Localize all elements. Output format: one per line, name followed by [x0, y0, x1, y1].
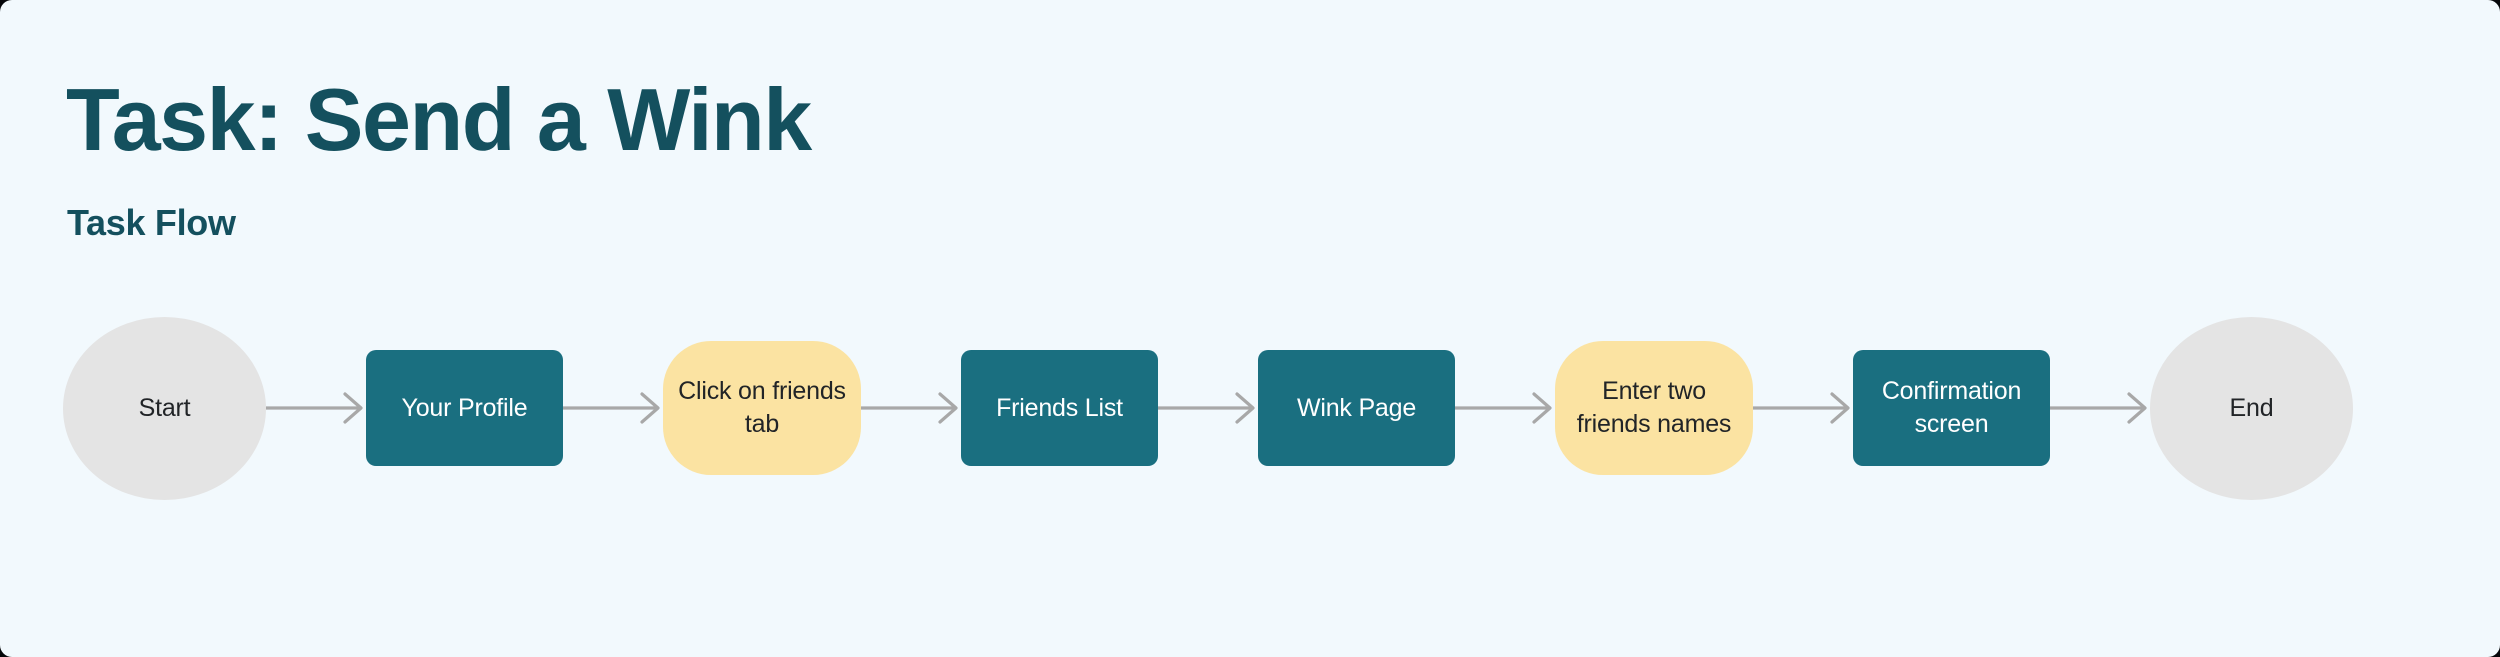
flow-arrow-icon	[1455, 392, 1552, 425]
flow-arrow-icon	[1158, 392, 1255, 425]
flow-node-label: End	[2229, 393, 2274, 422]
page-title: Task: Send a Wink	[66, 70, 812, 169]
flow-node-enter-two-friends-names: Enter two friends names	[1555, 341, 1753, 476]
section-title: Task Flow	[67, 201, 236, 243]
task-flow-diagram: Start Your Profile Click on friends tab …	[63, 316, 2500, 500]
flow-arrow-icon	[266, 392, 363, 425]
flow-node-friends-list: Friends List	[961, 350, 1158, 467]
flow-arrow-icon	[1753, 392, 1850, 425]
flow-node-your-profile: Your Profile	[366, 350, 563, 467]
flow-node-label: Enter two friends names	[1576, 376, 1732, 439]
flow-node-label: Your Profile	[401, 393, 528, 422]
flow-node-confirmation-screen: Confirmation screen	[1853, 350, 2050, 467]
flow-node-label: Friends List	[996, 393, 1123, 422]
flow-node-label: Start	[138, 393, 191, 422]
flow-arrow-icon	[2050, 392, 2147, 425]
flow-node-label: Confirmation screen	[1881, 376, 2022, 439]
flow-node-label: Wink Page	[1296, 393, 1417, 422]
flow-node-click-on-friends-tab: Click on friends tab	[663, 341, 861, 476]
flow-node-label: Click on friends tab	[678, 376, 846, 439]
flow-node-start: Start	[63, 316, 266, 500]
flow-node-end: End	[2150, 316, 2353, 500]
flow-node-wink-page: Wink Page	[1258, 350, 1455, 467]
flow-arrow-icon	[861, 392, 958, 425]
flow-arrow-icon	[563, 392, 660, 425]
